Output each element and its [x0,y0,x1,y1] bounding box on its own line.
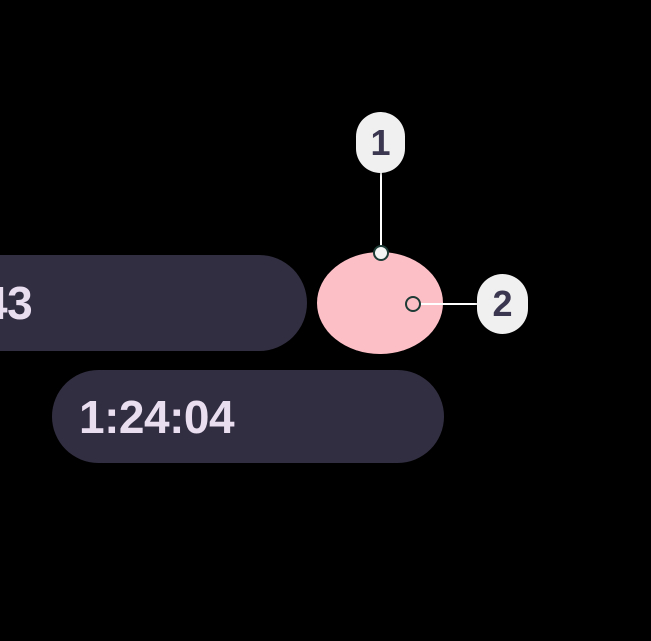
callout-1-anchor-dot [373,245,389,261]
callout-1-leader-line [380,172,382,253]
callout-2-leader-line [419,303,479,305]
duration-pill: 1:24:04 [52,370,444,463]
callout-badge-2[interactable]: 2 [477,274,528,334]
duration-pill-label: 1:24:04 [79,390,235,443]
callout-badge-1[interactable]: 1 [356,112,405,173]
callout-badge-2-number: 2 [492,283,513,324]
callout-2-anchor-dot [405,296,421,312]
count-pill: 43 [0,255,307,351]
count-pill-label: 43 [0,277,33,329]
callout-badge-1-number: 1 [370,121,391,163]
